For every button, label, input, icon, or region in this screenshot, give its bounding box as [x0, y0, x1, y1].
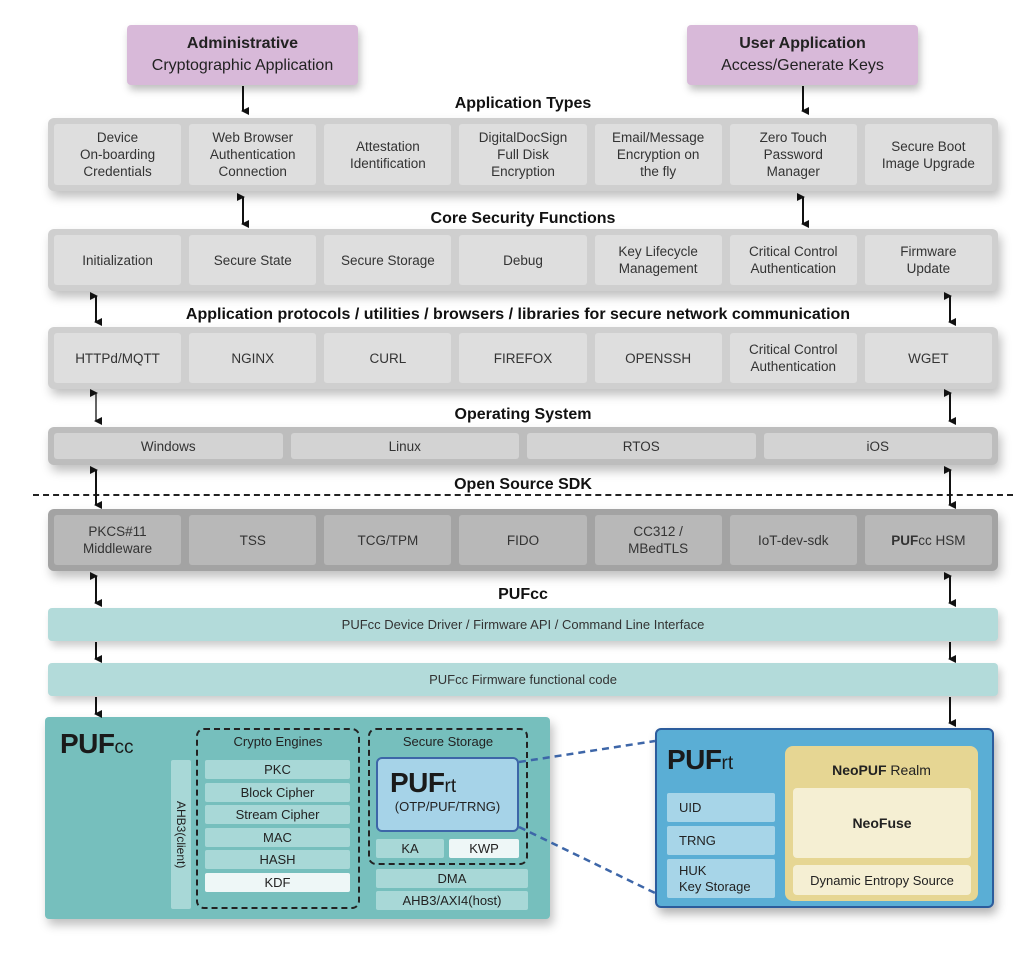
app-types-title: Application Types	[454, 95, 592, 112]
crypto-engine-item: KDF	[205, 872, 350, 892]
core-security-cell: Secure State	[189, 235, 317, 285]
core-security-title: Core Security Functions	[430, 210, 616, 227]
sdk-title: Open Source SDK	[454, 476, 592, 493]
pufrt-label: PUFrt	[667, 744, 733, 776]
os-layer: Windows Linux RTOS iOS	[48, 427, 998, 465]
sdk-cell: CC312 /MBedTLS	[594, 515, 722, 565]
ahb-host-box: AHB3/AXI4(host)	[376, 891, 528, 910]
pufrt-inner-small: rt	[444, 776, 457, 797]
admin-app-subtitle: Cryptographic Application	[151, 57, 334, 74]
neopuf-title-rest: Realm	[886, 762, 931, 778]
zoom-connector-bottom	[518, 825, 656, 895]
sdk-cell: IoT-dev-sdk	[729, 515, 857, 565]
sdk-divider-line	[33, 494, 1013, 496]
kwp-box: KWP	[449, 839, 519, 858]
os-title: Operating System	[454, 406, 592, 423]
crypto-engine-item: Block Cipher	[205, 782, 350, 802]
pufcc-label-small: cc	[114, 737, 134, 758]
protocols-title: Application protocols / utilities / brow…	[185, 306, 851, 323]
crypto-engine-item: HASH	[205, 850, 350, 870]
sdk-cell: TSS	[189, 515, 317, 565]
dma-box: DMA	[376, 869, 528, 888]
crypto-engine-item: MAC	[205, 827, 350, 847]
user-app-box: User Application Access/Generate Keys	[687, 25, 918, 85]
pufrt-inner-bold: PUF	[390, 767, 445, 798]
pufcc-label-bold: PUF	[60, 728, 115, 759]
zoom-connector-top	[518, 739, 656, 764]
os-cell: iOS	[763, 433, 992, 459]
dynamic-entropy-box: Dynamic Entropy Source	[793, 865, 971, 895]
crypto-engines-title: Crypto Engines	[233, 734, 323, 749]
crypto-engines-group	[196, 728, 360, 909]
pufcc-label: PUFcc	[60, 728, 134, 760]
pufrt-item: UID	[667, 793, 775, 822]
protocols-cell: OPENSSH	[594, 333, 722, 383]
core-security-cell: Debug	[459, 235, 587, 285]
pufrt-inner-box: PUFrt (OTP/PUF/TRNG)	[376, 757, 519, 832]
crypto-engine-item: Stream Cipher	[205, 805, 350, 825]
os-cell: Linux	[290, 433, 519, 459]
neopuf-title-bold: NeoPUF	[832, 762, 887, 778]
neofuse-box: NeoFuse	[793, 788, 971, 858]
user-app-subtitle: Access/Generate Keys	[721, 57, 884, 74]
protocols-cell: WGET	[864, 333, 992, 383]
pufrt-inner-label: PUFrt	[378, 767, 517, 799]
firmware-bar: PUFcc Firmware functional code	[48, 663, 998, 696]
pufcc-section-title: PUFcc	[498, 586, 548, 603]
pufrt-item: TRNG	[667, 826, 775, 855]
driver-bar: PUFcc Device Driver / Firmware API / Com…	[48, 608, 998, 641]
secure-storage-title: Secure Storage	[402, 734, 494, 749]
admin-app-title: Administrative	[186, 35, 299, 52]
protocols-cell: NGINX	[189, 333, 317, 383]
sdk-cell: FIDO	[459, 515, 587, 565]
os-cell: RTOS	[527, 433, 756, 459]
secure-storage-group	[368, 728, 528, 865]
protocols-cell: CURL	[324, 333, 452, 383]
sdk-cell: TCG/TPM	[324, 515, 452, 565]
pufrt-inner-sub: (OTP/PUF/TRNG)	[394, 799, 501, 814]
user-app-title: User Application	[739, 35, 866, 52]
ahb-client-bus: AHB3(client)	[171, 760, 191, 909]
pufcc-hsm-bold: PUF	[891, 532, 919, 548]
ka-box: KA	[376, 839, 444, 858]
neopuf-title: NeoPUF Realm	[785, 762, 978, 778]
protocols-cell: HTTPd/MQTT	[54, 333, 182, 383]
ahb-client-label: AHB3(client)	[174, 800, 188, 869]
core-security-cell: Secure Storage	[324, 235, 452, 285]
admin-app-box: Administrative Cryptographic Application	[127, 25, 358, 85]
protocols-cell: FIREFOX	[459, 333, 587, 383]
pufrt-label-small: rt	[721, 753, 734, 774]
crypto-engine-item: PKC	[205, 760, 350, 779]
pufrt-label-bold: PUF	[667, 744, 722, 775]
core-security-cell: Initialization	[54, 235, 182, 285]
os-cell: Windows	[54, 433, 283, 459]
